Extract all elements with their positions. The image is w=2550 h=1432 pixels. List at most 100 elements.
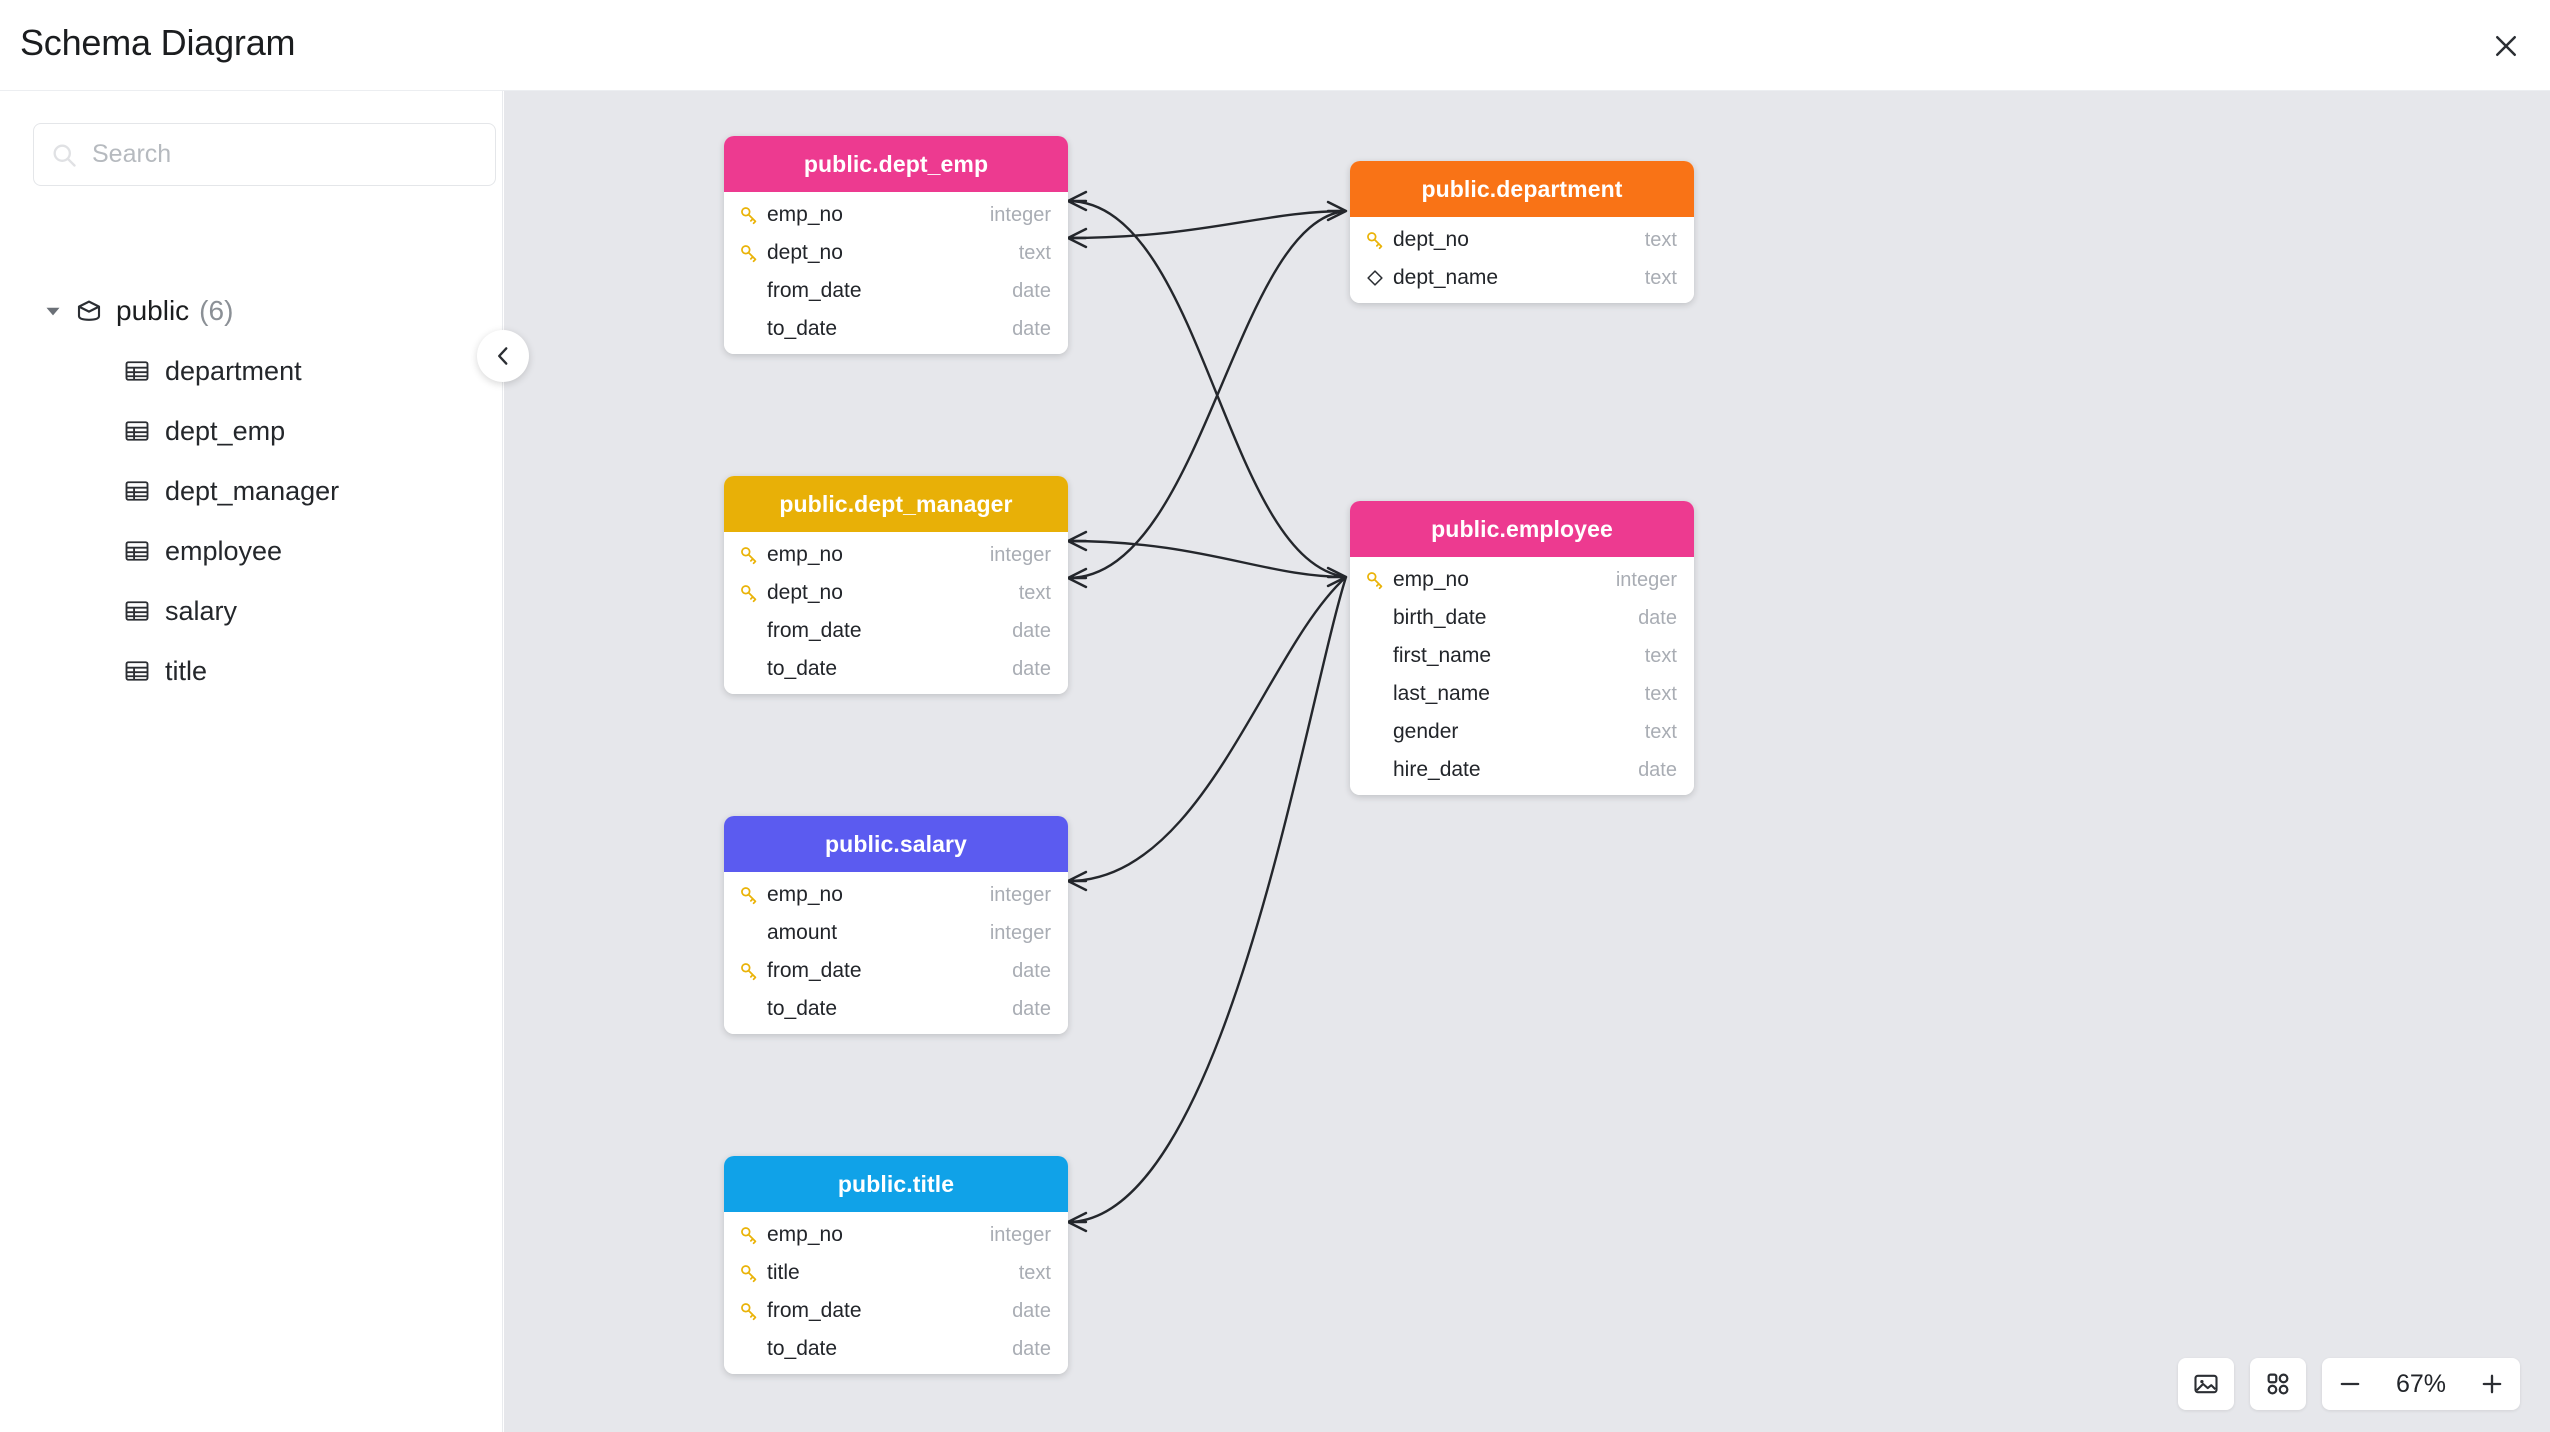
column-row[interactable]: emp_no integer (724, 876, 1068, 914)
sidebar-item-label: title (165, 655, 208, 686)
table-node-header[interactable]: public.dept_emp (724, 136, 1068, 192)
grid-icon (2267, 1373, 2289, 1395)
column-row[interactable]: to_date date (724, 990, 1068, 1028)
column-name: title (767, 1261, 800, 1284)
column-name: amount (767, 921, 838, 944)
column-name: to_date (767, 1337, 838, 1360)
zoom-level-label: 67% (2395, 1369, 2447, 1398)
table-node-header[interactable]: public.salary (724, 816, 1068, 872)
column-type: text (1018, 581, 1051, 604)
column-type: text (1018, 1261, 1051, 1284)
table-node-title: public.dept_emp (803, 150, 989, 177)
table-icon (125, 541, 149, 561)
column-row[interactable]: to_date date (724, 1330, 1068, 1368)
column-type: date (1012, 1299, 1051, 1322)
sidebar-item-department[interactable]: department (0, 341, 503, 401)
sidebar-item-label: dept_emp (165, 415, 286, 446)
column-row[interactable]: from_date date (724, 1292, 1068, 1330)
column-name: from_date (767, 279, 862, 302)
table-node-employee[interactable]: public.employee emp_no integer birth_dat… (1350, 501, 1694, 795)
plus-icon (2482, 1374, 2502, 1394)
sidebar-item-dept_emp[interactable]: dept_emp (0, 401, 503, 461)
table-node-department[interactable]: public.department dept_no text dept_name… (1350, 161, 1694, 303)
table-icon (125, 661, 149, 681)
column-row[interactable]: dept_no text (1350, 221, 1694, 259)
column-row[interactable]: dept_no text (724, 234, 1068, 272)
primary-key-icon (1367, 572, 1383, 590)
schema-tree: public (6) department dept_emp dept_mana… (0, 281, 503, 701)
column-row[interactable]: gender text (1350, 713, 1694, 751)
column-row[interactable]: emp_no integer (1350, 561, 1694, 599)
column-row[interactable]: emp_no integer (724, 536, 1068, 574)
table-node-dept_manager[interactable]: public.dept_manager emp_no integer dept_… (724, 476, 1068, 694)
sidebar-item-dept_manager[interactable]: dept_manager (0, 461, 503, 521)
column-name: first_name (1393, 644, 1492, 667)
column-row[interactable]: amount integer (724, 914, 1068, 952)
edge-dept_emp-department (1067, 209, 1347, 240)
column-row[interactable]: from_date date (724, 272, 1068, 310)
sidebar-collapse-button[interactable] (477, 330, 529, 382)
table-node-title[interactable]: public.title emp_no integer title text f… (724, 1156, 1068, 1374)
tree-node-schema-public[interactable]: public (6) (0, 281, 503, 341)
column-type: text (1018, 241, 1051, 264)
search-box[interactable] (33, 123, 496, 186)
edge-dept_emp-employee (1067, 199, 1347, 579)
column-name: to_date (767, 657, 838, 680)
sidebar-item-employee[interactable]: employee (0, 521, 503, 581)
column-row[interactable]: birth_date date (1350, 599, 1694, 637)
column-name: emp_no (767, 883, 843, 906)
table-node-header[interactable]: public.employee (1350, 501, 1694, 557)
column-type: integer (989, 1223, 1051, 1246)
image-icon (2194, 1374, 2218, 1394)
table-node-salary[interactable]: public.salary emp_no integer amount inte… (724, 816, 1068, 1034)
table-node-header[interactable]: public.dept_manager (724, 476, 1068, 532)
search-icon (53, 144, 76, 167)
sidebar: public (6) department dept_emp dept_mana… (0, 91, 529, 1432)
column-name: birth_date (1393, 606, 1487, 629)
column-row[interactable]: title text (724, 1254, 1068, 1292)
table-node-header[interactable]: public.department (1350, 161, 1694, 217)
column-name: to_date (767, 997, 838, 1020)
column-type: date (1638, 758, 1677, 781)
column-type: date (1012, 279, 1051, 302)
column-name: emp_no (767, 203, 843, 226)
column-type: text (1644, 228, 1677, 251)
sidebar-item-title[interactable]: title (0, 641, 503, 701)
primary-key-icon (741, 207, 757, 225)
column-row[interactable]: from_date date (724, 952, 1068, 990)
column-row[interactable]: hire_date date (1350, 751, 1694, 789)
column-row[interactable]: to_date date (724, 650, 1068, 688)
column-row[interactable]: dept_no text (724, 574, 1068, 612)
search-input[interactable] (92, 140, 479, 169)
export-image-button[interactable] (2178, 1358, 2234, 1410)
auto-layout-button[interactable] (2250, 1358, 2306, 1410)
zoom-in-button[interactable] (2464, 1358, 2520, 1410)
column-name: dept_no (1393, 228, 1469, 251)
column-type: date (1012, 657, 1051, 680)
diagram-canvas[interactable]: public.dept_emp emp_no integer dept_no t… (504, 91, 2550, 1432)
column-type: integer (989, 543, 1051, 566)
column-type: text (1644, 644, 1677, 667)
schema-name: public (116, 295, 190, 326)
column-name: emp_no (767, 1223, 843, 1246)
table-icon (125, 361, 149, 381)
column-row[interactable]: emp_no integer (724, 1216, 1068, 1254)
column-row[interactable]: last_name text (1350, 675, 1694, 713)
primary-key-icon (741, 1265, 757, 1283)
column-row[interactable]: to_date date (724, 310, 1068, 348)
column-row[interactable]: dept_name text (1350, 259, 1694, 297)
zoom-out-button[interactable] (2322, 1358, 2378, 1410)
table-node-body: emp_no integer title text from_date date… (724, 1212, 1068, 1374)
table-node-body: emp_no integer dept_no text from_date da… (724, 192, 1068, 354)
column-row[interactable]: emp_no integer (724, 196, 1068, 234)
table-node-dept_emp[interactable]: public.dept_emp emp_no integer dept_no t… (724, 136, 1068, 354)
primary-key-icon (741, 245, 757, 263)
sidebar-item-salary[interactable]: salary (0, 581, 503, 641)
close-button[interactable] (2478, 18, 2534, 74)
edge-dept_manager-department (1067, 209, 1347, 580)
table-node-header[interactable]: public.title (724, 1156, 1068, 1212)
column-name: gender (1393, 720, 1459, 743)
column-row[interactable]: from_date date (724, 612, 1068, 650)
database-icon (77, 300, 101, 321)
column-row[interactable]: first_name text (1350, 637, 1694, 675)
